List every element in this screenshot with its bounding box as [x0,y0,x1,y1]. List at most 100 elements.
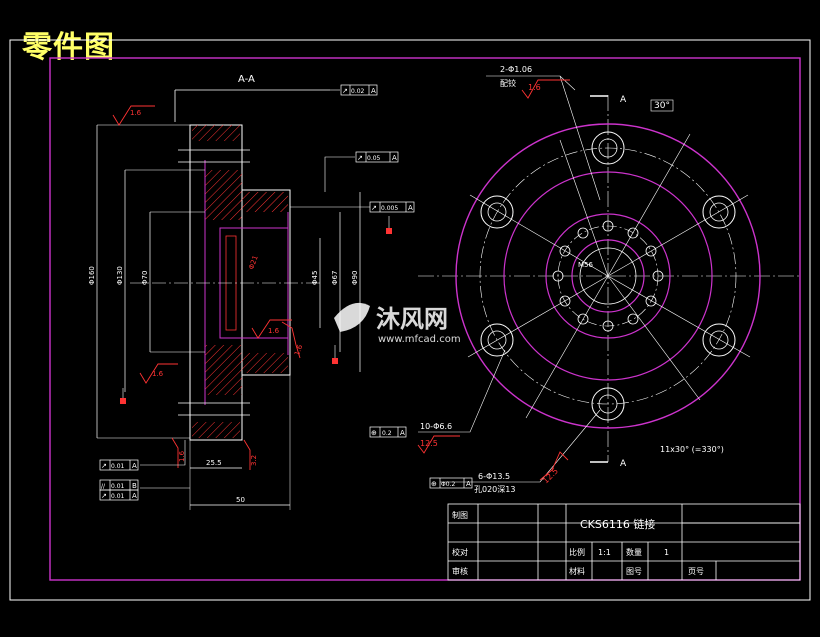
outer-circle [455,123,761,429]
center-text: M56 [578,261,593,269]
dim-d21: Φ21 [247,254,259,270]
svg-text:A: A [392,154,397,162]
dim-d130: Φ130 [116,266,124,285]
svg-text:↗: ↗ [342,87,348,95]
tb-scale-label: 比例 [569,547,585,557]
svg-text:沐风网: 沐风网 [376,305,448,333]
tolerance-frame-5: // 0.01 B [99,479,139,491]
dim-len25-5: 25.5 [206,459,222,467]
roughness-low: 1.6 [281,321,305,359]
tb-draw: 制图 [452,510,468,520]
dim-d70: Φ70 [141,271,149,285]
tolerance-frame-8: ⊕ 0.2 A [369,426,407,438]
tb-qty-value: 1 [664,548,669,557]
svg-text:B: B [132,482,137,490]
bore-circle [571,239,645,313]
section-view: A-A Φ160 Φ130 Φ70 [88,74,392,510]
title-block [447,503,801,581]
tb-qty-label: 数量 [626,547,642,557]
svg-text:0.01: 0.01 [111,493,125,500]
svg-text:1.6: 1.6 [178,450,186,462]
angle-30: 30° [654,101,670,111]
svg-text:A: A [132,462,137,470]
svg-text:1.6: 1.6 [152,370,164,378]
tolerance-frame-1: ↗ 0.02 A [340,84,378,96]
large-holes [480,131,736,421]
mid-circle [503,171,713,381]
roughness-top: 1.6 [521,79,570,99]
tolerance-frame-7: ⊕ Φ0.2 A [429,477,473,489]
tb-scale-value: 1:1 [598,548,611,557]
svg-text:⊕: ⊕ [371,429,377,437]
hub-body [241,189,291,376]
tolerance-frame-3: ↗ 0.005 A [369,201,415,213]
callout-c1: 6-Φ13.5 [478,472,510,481]
roughness-v2: 3.2 [243,439,258,470]
svg-text:12.5: 12.5 [420,439,438,448]
svg-text:A: A [466,480,471,488]
roughness-holes: 12.5 [417,435,460,454]
hub-circle [545,213,671,339]
svg-text:1.6: 1.6 [268,327,280,335]
section-label: A-A [238,74,255,85]
watermark: 沐风网 www.mfcad.com [334,302,461,345]
tb-check: 校对 [452,547,468,557]
tb-part-name: CKS6116 链接 [580,517,655,531]
svg-text:1.6: 1.6 [130,109,142,117]
svg-text:0.01: 0.01 [111,463,125,470]
datum-marker-2 [120,398,126,404]
inner-bolt-circle [557,225,659,327]
section-mark-a-top: A [620,95,627,105]
svg-text:Φ0.2: Φ0.2 [441,481,455,488]
tb-sheet-label: 图号 [626,567,642,576]
section-mark-a-bottom: A [620,459,627,469]
angles-note: 11x30° (=330°) [660,445,724,454]
svg-text:0.005: 0.005 [381,205,398,212]
svg-text:1.6: 1.6 [293,343,305,357]
dim-d90: Φ90 [351,271,359,285]
front-view: A A [417,65,800,494]
dim-d67: Φ67 [331,271,339,285]
tb-review: 审核 [452,566,468,576]
roughness-v1: 1.6 [171,437,186,468]
bolt-circle [479,147,737,405]
svg-text://: // [101,483,106,490]
callout-holes: 10-Φ6.6 [420,422,452,431]
watermark-logo-icon [334,302,370,332]
svg-text:www.mfcad.com: www.mfcad.com [378,334,461,345]
radial-lines [467,133,751,419]
tolerance-frame-6: ↗ 0.01 A [99,489,139,501]
inner-frame [49,57,801,581]
svg-text:0.05: 0.05 [367,155,381,162]
svg-text:12.5: 12.5 [541,466,560,485]
svg-text:↗: ↗ [371,204,377,212]
svg-text:A: A [132,492,137,500]
svg-text:0.2: 0.2 [382,430,392,437]
roughness-left-top: 1.6 [112,105,155,126]
svg-text:A: A [408,204,413,212]
svg-text:1.6: 1.6 [528,83,541,92]
svg-text:↗: ↗ [357,154,363,162]
svg-text:↗: ↗ [101,492,107,500]
tb-page-label: 页号 [688,567,704,576]
drawing-heading: 零件图 [22,30,115,65]
svg-text:⊕: ⊕ [431,480,437,488]
small-holes [552,220,664,332]
dim-d45: Φ45 [311,271,319,285]
dim-d160: Φ160 [88,266,96,285]
svg-text:0.02: 0.02 [351,88,365,95]
svg-text:A: A [400,429,405,437]
roughness-inner: 1.6 [251,319,292,339]
datum-marker-3 [332,358,338,364]
callout-top-1: 2-Φ1.06 [500,65,532,74]
callout-c2: 孔020深13 [474,485,515,494]
svg-text:3.2: 3.2 [250,455,258,466]
roughness-left-mid: 1.6 [139,363,178,384]
outer-border [9,39,811,601]
tolerance-frame-2: ↗ 0.05 A [355,151,399,163]
svg-text:A: A [371,87,376,95]
callout-top-2: 配铰 [500,78,516,88]
tb-material-label: 材料 [569,566,585,576]
svg-text:↗: ↗ [101,462,107,470]
svg-text:0.01: 0.01 [111,483,125,490]
